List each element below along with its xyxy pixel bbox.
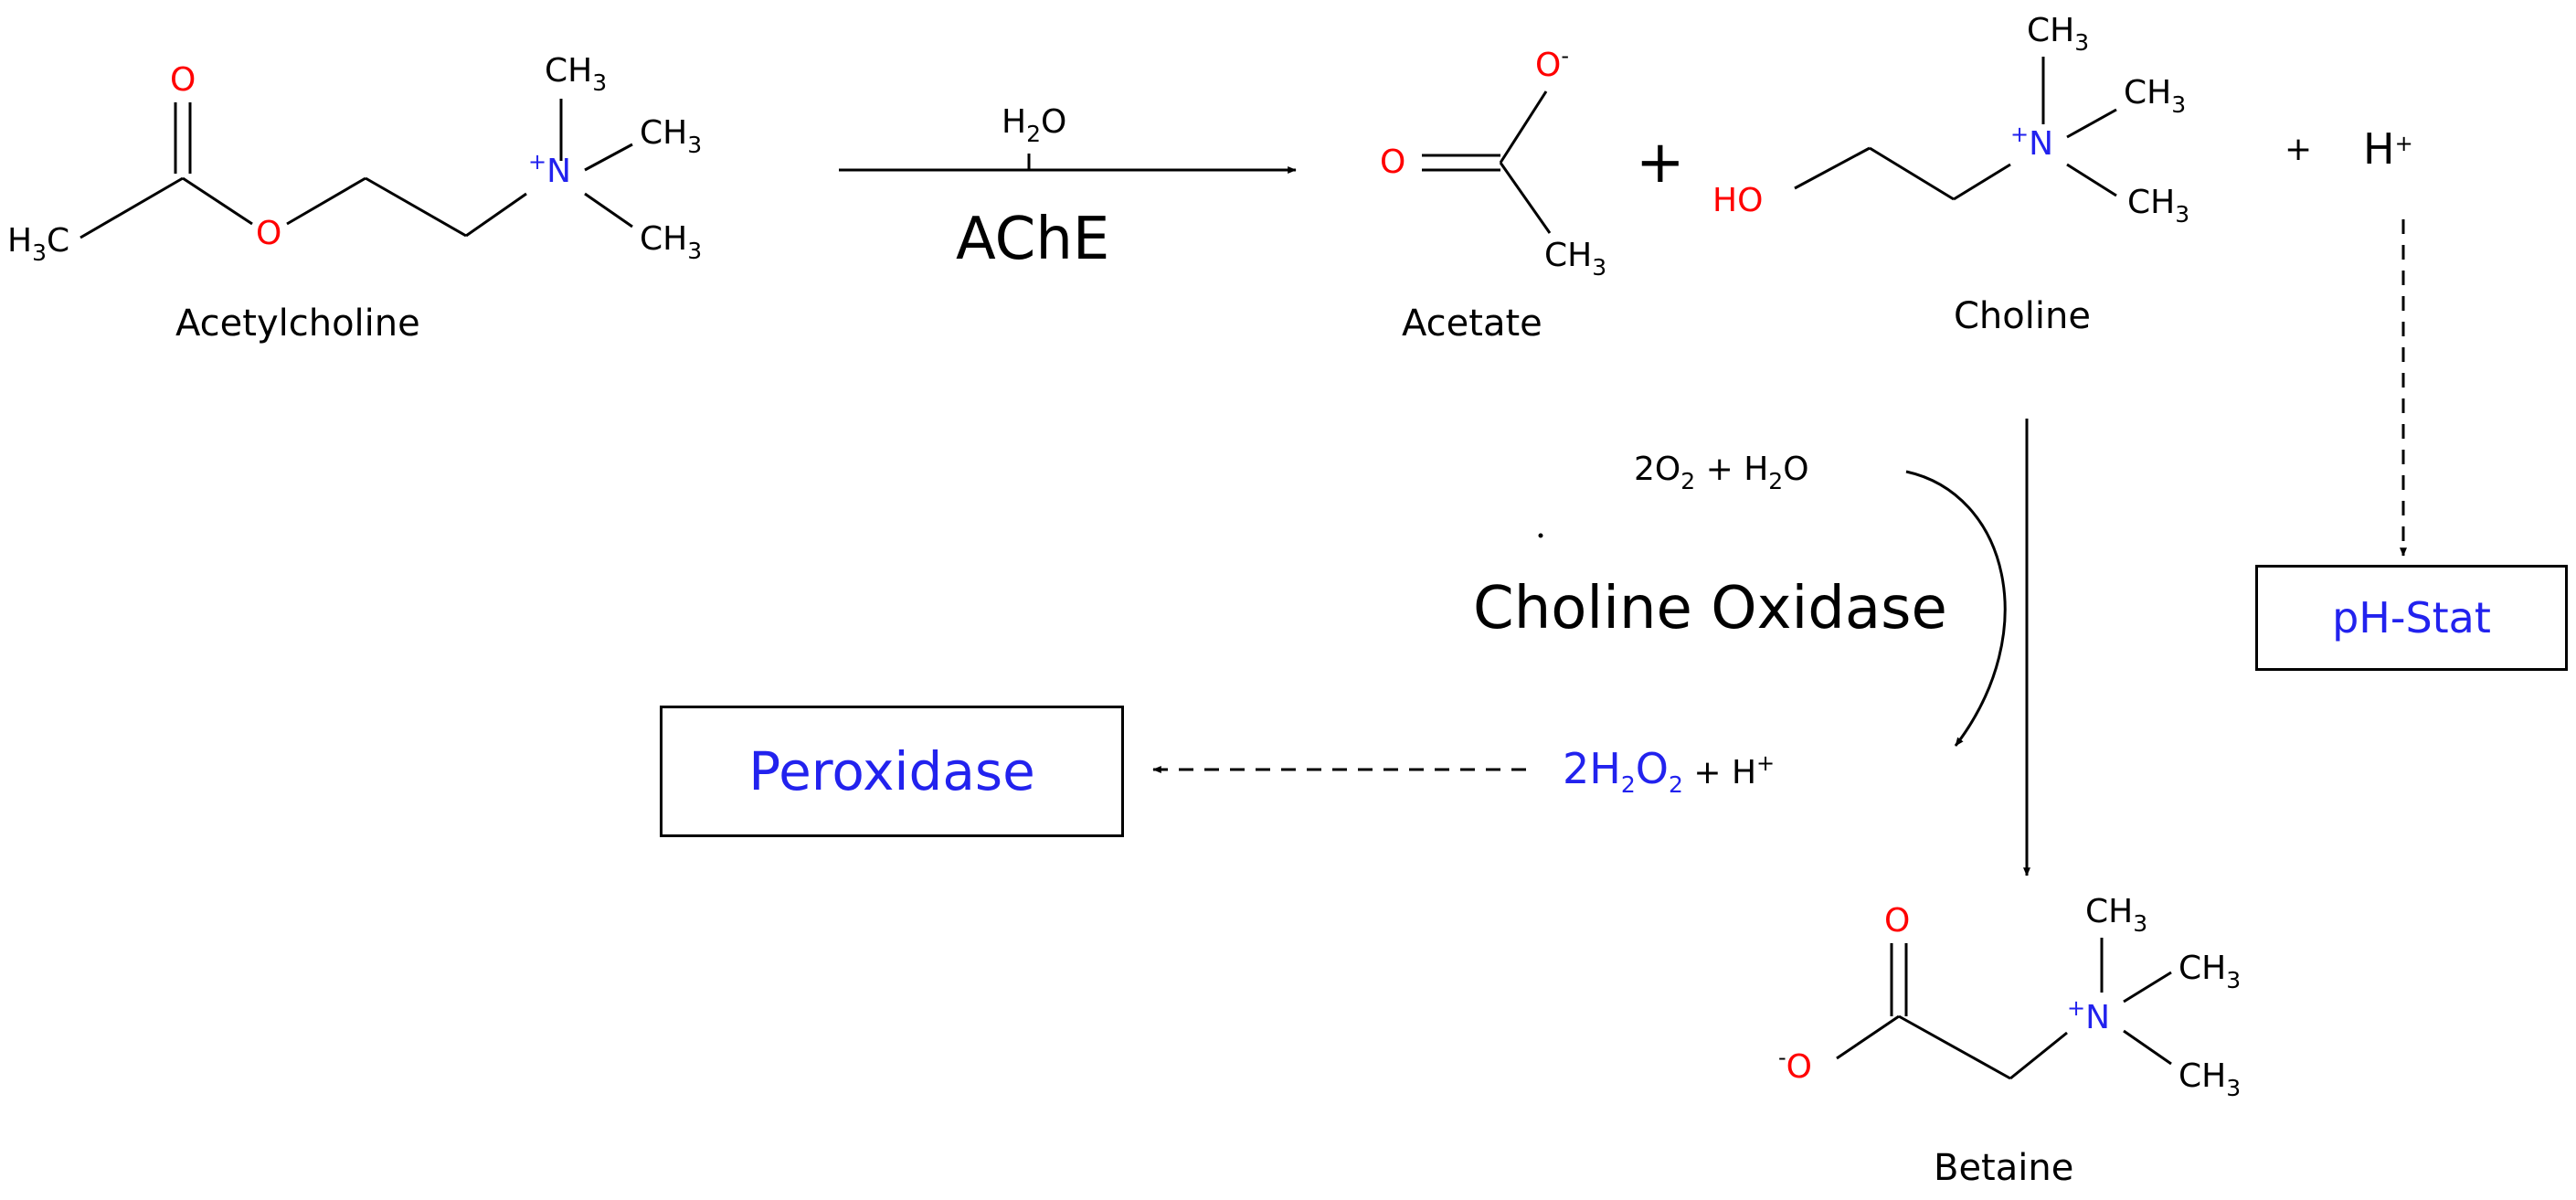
- enzyme-choline-oxidase: Choline Oxidase: [1473, 575, 1947, 642]
- atom-o: O: [1535, 47, 1562, 84]
- subscript: 2: [1026, 121, 1041, 147]
- subscript: 3: [687, 238, 703, 264]
- plus-h: + H: [1682, 754, 1757, 791]
- atom-n: N: [2085, 999, 2111, 1036]
- reagent-oxygen-water: 2O2 + H2O: [1634, 451, 1809, 494]
- subscript: 3: [2133, 910, 2148, 937]
- charge: -: [1778, 1045, 1786, 1070]
- acetylcholine-nitrogen: +N: [528, 151, 572, 190]
- charge: +: [1756, 750, 1776, 776]
- subscript: 3: [2074, 29, 2090, 56]
- atom-ch: CH: [640, 220, 688, 258]
- subscript: 2: [1680, 468, 1696, 494]
- subscript: 3: [1592, 254, 1607, 281]
- operator-plus-big: +: [1636, 129, 1685, 196]
- acetylcholine-ester-oxygen: O: [256, 215, 282, 252]
- betaine-bonds: [1836, 938, 2172, 1080]
- atom-o: O: [1635, 744, 1669, 793]
- acetate-methyl: CH3: [1544, 237, 1606, 280]
- product-hydrogen-peroxide: 2H2O2 + H+: [1563, 748, 1776, 796]
- subscript: 3: [2226, 1075, 2242, 1101]
- charge: +: [2067, 995, 2086, 1021]
- subscript: 3: [592, 69, 608, 96]
- charge: -: [1561, 43, 1570, 69]
- peroxide-coef: 2H: [1563, 744, 1621, 793]
- subscript: 2: [1620, 771, 1636, 798]
- atom-ch: CH: [2178, 950, 2227, 987]
- choline-hydroxyl: HO: [1712, 182, 1764, 219]
- label-betaine: Betaine: [1934, 1147, 2074, 1189]
- box-ph-stat-label: pH-Stat: [2332, 593, 2491, 642]
- acetylcholine-methyl-top: CH3: [545, 52, 607, 95]
- subscript: 3: [2171, 91, 2187, 118]
- betaine-methyl-bottom: CH3: [2178, 1057, 2241, 1100]
- acetate-carbonyl-oxygen: O: [1380, 143, 1406, 181]
- atom-o: O: [1786, 1048, 1813, 1086]
- charge: +: [2394, 131, 2413, 156]
- choline-bonds: [1794, 57, 2117, 201]
- label-acetylcholine: Acetylcholine: [175, 303, 420, 345]
- atom-o: O: [1783, 451, 1809, 488]
- label-acetate: Acetate: [1402, 303, 1542, 345]
- curved-cofactor-arrow: [1905, 470, 2007, 747]
- subscript: 3: [32, 239, 47, 266]
- charge: +: [2010, 122, 2030, 147]
- box-peroxidase-label: Peroxidase: [748, 740, 1035, 802]
- betaine-anion-oxygen: -O: [1778, 1046, 1813, 1086]
- atom-n: N: [2029, 125, 2054, 163]
- acetylcholine-bonds: [80, 99, 633, 239]
- atom-n: N: [546, 153, 572, 190]
- proton: H+: [2363, 128, 2413, 170]
- reagent-water: H2O: [1002, 103, 1067, 146]
- atom-ch: CH: [2027, 12, 2075, 49]
- acetylcholine-methyl: H3C: [7, 222, 70, 265]
- atom-ch: CH: [1544, 237, 1593, 274]
- box-peroxidase: Peroxidase: [660, 706, 1124, 837]
- acetylcholine-methyl-bottom: CH3: [640, 220, 702, 263]
- subscript: 3: [2226, 967, 2242, 993]
- stray-dot: [1538, 533, 1543, 538]
- atom-ch: CH: [2127, 184, 2176, 221]
- choline-nitrogen: +N: [2010, 123, 2054, 163]
- subscript: 3: [2175, 201, 2190, 228]
- atom-c: C: [46, 222, 70, 260]
- atom-ch: CH: [2085, 893, 2134, 930]
- subscript: 3: [687, 132, 703, 158]
- betaine-carbonyl-oxygen: O: [1884, 902, 1911, 940]
- acetate-bonds: [1422, 90, 1552, 234]
- box-ph-stat: pH-Stat: [2255, 565, 2568, 671]
- atom-o: O: [1040, 103, 1067, 141]
- betaine-methyl-right: CH3: [2178, 950, 2241, 993]
- atom-ch: CH: [2178, 1057, 2227, 1095]
- betaine-methyl-top: CH3: [2085, 893, 2147, 936]
- plus-h: + H: [1695, 451, 1769, 488]
- label-choline: Choline: [1954, 295, 2091, 337]
- oxygen-coef: 2O: [1634, 451, 1681, 488]
- charge: +: [528, 149, 547, 175]
- subscript: 2: [1768, 468, 1784, 494]
- acetate-anion-oxygen: O-: [1535, 45, 1569, 84]
- atom-ch: CH: [2124, 74, 2172, 112]
- acetylcholine-carbonyl-oxygen: O: [170, 61, 196, 99]
- acetylcholine-methyl-right: CH3: [640, 114, 702, 157]
- atom-ch: CH: [640, 114, 688, 152]
- atom-h: H: [2363, 124, 2395, 174]
- choline-methyl-top: CH3: [2027, 12, 2089, 55]
- choline-methyl-right: CH3: [2124, 74, 2186, 117]
- atom-h: H: [7, 222, 33, 260]
- operator-plus-small: +: [2284, 131, 2313, 168]
- atom-ch: CH: [545, 52, 593, 90]
- choline-methyl-bottom: CH3: [2127, 184, 2189, 227]
- subscript: 2: [1668, 771, 1683, 798]
- atom-h: H: [1002, 103, 1027, 141]
- betaine-nitrogen: +N: [2067, 997, 2111, 1036]
- enzyme-ache: AChE: [956, 206, 1110, 273]
